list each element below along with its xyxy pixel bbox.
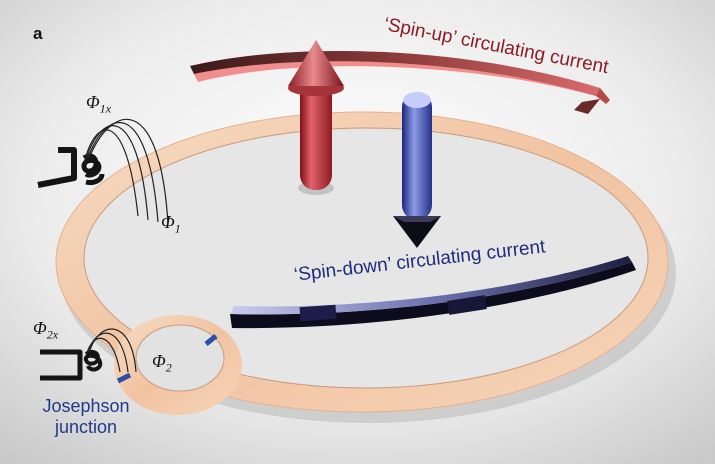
flux-1x-label: Φ1x [86,92,112,116]
coil-icon [37,147,105,188]
up-arrow-icon [288,40,344,195]
panel-label: a [33,24,43,43]
flux-lines-2 [85,328,137,373]
down-arrow-icon [393,92,441,248]
coil-icon-2 [40,349,103,381]
josephson-junction-right [204,334,218,346]
josephson-junction-left [116,372,132,384]
flux-2x-label: Φ2x [33,318,59,342]
spin-down-current-band [230,256,636,329]
flux-1-label: Φ1 [161,212,181,236]
flux-2-label: Φ2 [152,351,172,375]
flux-lines-1 [83,118,169,225]
spin-up-current-band [190,50,610,114]
small-loop [114,315,242,415]
